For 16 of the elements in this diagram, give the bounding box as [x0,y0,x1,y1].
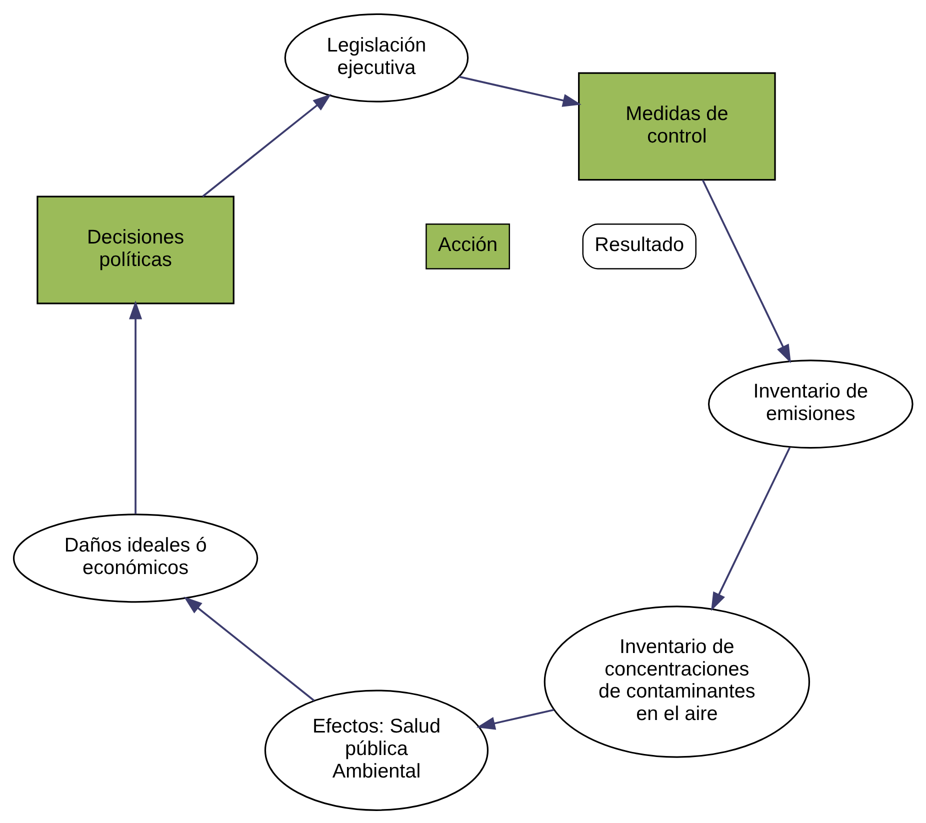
node-ellipse: Efectos: Salud pública Ambiental [264,689,489,810]
node-ellipse: Inventario de concentraciones de contaminantes en el aire [544,605,810,758]
arrow [458,75,582,106]
arrow [476,708,554,730]
node-box: Decisiones políticas [36,195,234,304]
arrow [202,93,332,197]
legend-label: Acción [438,234,498,256]
node-box: Medidas de control [578,72,776,180]
arrow [184,596,315,701]
node-ellipse: Inventario de emisiones [708,359,914,448]
arrow [129,300,142,514]
arrow [702,179,791,363]
legend-label: Resultado [594,234,684,256]
arrow [711,446,791,610]
node-ellipse: Daños ideales ó económicos [12,513,258,602]
node-ellipse: Legislación ejecutiva [284,12,469,102]
